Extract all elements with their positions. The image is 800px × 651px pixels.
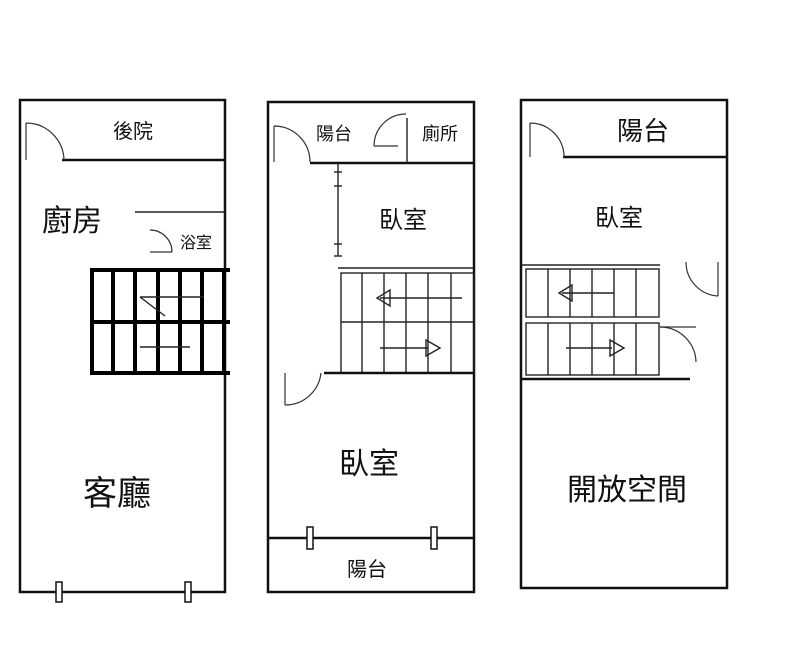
floor-1: 後院 廚房 浴室 客廳: [18, 98, 230, 603]
room-balcony-top: 陽台: [316, 124, 352, 145]
staircase: [521, 268, 690, 381]
room-bedroom-main: 臥室: [339, 447, 399, 482]
staircase: [90, 268, 230, 375]
arrow-left-icon: [557, 283, 573, 303]
door-icon: [529, 122, 565, 158]
room-balcony: 陽台: [617, 117, 669, 147]
door-icon: [373, 113, 407, 147]
room-balcony-bottom: 陽台: [347, 557, 387, 581]
door-icon: [273, 125, 311, 163]
arrow-left-icon: [375, 288, 391, 308]
door-icon: [149, 229, 173, 253]
staircase: [324, 272, 475, 375]
room-bedroom-small: 臥室: [379, 206, 427, 234]
room-toilet: 廁所: [422, 123, 458, 145]
room-open-space: 開放空間: [567, 473, 687, 508]
room-bedroom: 臥室: [595, 204, 643, 232]
floor-2: 陽台 廁所 臥室 臥室 陽台: [266, 100, 476, 594]
room-back-yard: 後院: [113, 119, 153, 143]
floor-3: 陽台 臥室 開放空間: [519, 98, 729, 590]
arrow-right-icon: [425, 338, 442, 358]
room-bathroom: 浴室: [180, 233, 212, 252]
room-kitchen: 廚房: [42, 204, 102, 239]
room-living-room: 客廳: [83, 474, 151, 514]
window-icon: [430, 526, 438, 550]
window-icon: [306, 526, 314, 550]
window-icon: [184, 581, 192, 603]
window-icon: [55, 581, 63, 603]
door-icon: [659, 326, 697, 363]
door-icon: [685, 261, 719, 297]
arrow-right-icon: [609, 338, 626, 358]
door-icon: [25, 122, 65, 161]
door-icon: [284, 372, 322, 406]
